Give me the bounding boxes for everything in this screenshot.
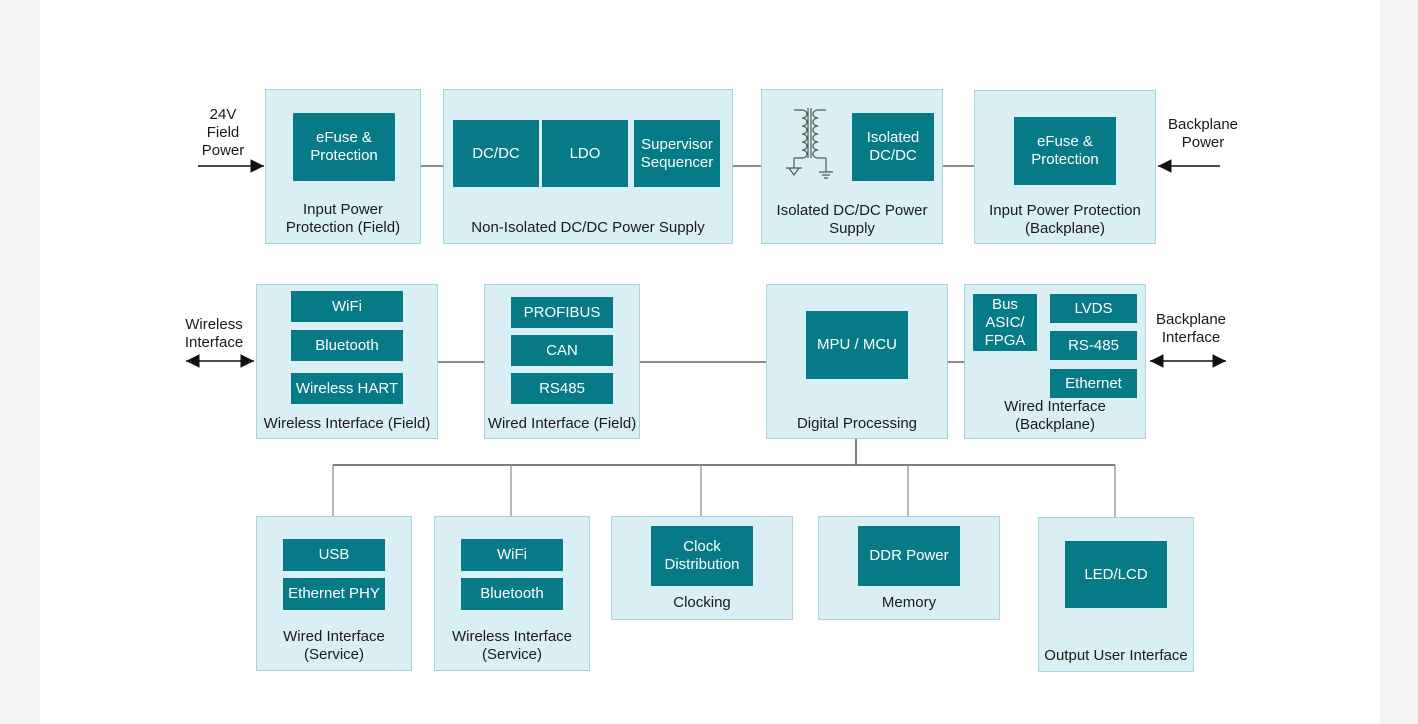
- wired-interface-service-group: USB Ethernet PHY Wired Interface (Servic…: [256, 516, 412, 671]
- digital-processing-caption: Digital Processing: [796, 415, 918, 432]
- input-power-protection-backplane-group: eFuse & Protection Input Power Protectio…: [974, 90, 1156, 244]
- wired-interface-field-caption: Wired Interface (Field): [487, 415, 637, 432]
- rs-485-backplane-block: RS-485: [1050, 331, 1137, 360]
- isolated-dcdc-block: Isolated DC/DC: [852, 113, 934, 181]
- wired-interface-backplane-group: Bus ASIC/ FPGA LVDS RS-485 Ethernet Wire…: [964, 284, 1146, 439]
- wired-interface-backplane-caption: Wired Interface (Backplane): [1004, 398, 1106, 433]
- mpu-mcu-block: MPU / MCU: [806, 311, 908, 379]
- wifi-field-block: WiFi: [291, 291, 403, 322]
- field-power-label: 24V Field Power: [201, 106, 245, 159]
- wireless-interface-field-caption: Wireless Interface (Field): [263, 415, 431, 432]
- backplane-power-label: Backplane Power: [1167, 116, 1239, 151]
- profibus-block: PROFIBUS: [511, 297, 613, 328]
- wireless-interface-service-caption: Wireless Interface (Service): [451, 628, 573, 663]
- isolated-power-supply-caption: Isolated DC/DC Power Supply: [776, 202, 928, 237]
- efuse-protection-backplane-block: eFuse & Protection: [1014, 117, 1116, 185]
- led-lcd-block: LED/LCD: [1065, 541, 1167, 608]
- dcdc-block: DC/DC: [453, 120, 539, 187]
- output-user-interface-group: LED/LCD Output User Interface: [1038, 517, 1194, 672]
- backplane-interface-label: Backplane Interface: [1155, 311, 1227, 346]
- non-isolated-power-supply-group: DC/DC LDO Supervisor Sequencer Non-Isola…: [443, 89, 733, 244]
- input-power-protection-field-caption: Input Power Protection (Field): [285, 201, 401, 236]
- ldo-block: LDO: [542, 120, 628, 187]
- transformer-icon: [786, 108, 833, 179]
- efuse-protection-field-block: eFuse & Protection: [293, 113, 395, 181]
- rs485-field-block: RS485: [511, 373, 613, 404]
- memory-caption: Memory: [881, 594, 937, 611]
- clock-distribution-block: Clock Distribution: [651, 526, 753, 586]
- connection-lines: [186, 159, 1226, 517]
- wired-interface-field-group: PROFIBUS CAN RS485 Wired Interface (Fiel…: [484, 284, 640, 439]
- non-isolated-power-supply-caption: Non-Isolated DC/DC Power Supply: [471, 219, 705, 236]
- usb-block: USB: [283, 539, 385, 571]
- digital-processing-group: MPU / MCU Digital Processing: [766, 284, 948, 439]
- memory-group: DDR Power Memory: [818, 516, 1000, 620]
- wireless-interface-label: Wireless Interface: [184, 316, 244, 351]
- output-user-interface-caption: Output User Interface: [1044, 647, 1188, 664]
- wireless-interface-field-group: WiFi Bluetooth Wireless HART Wireless In…: [256, 284, 438, 439]
- input-power-protection-field-group: eFuse & Protection Input Power Protectio…: [265, 89, 421, 244]
- clocking-caption: Clocking: [673, 594, 731, 611]
- wireless-interface-service-group: WiFi Bluetooth Wireless Interface (Servi…: [434, 516, 590, 671]
- wired-interface-service-caption: Wired Interface (Service): [283, 628, 385, 663]
- wifi-service-block: WiFi: [461, 539, 563, 571]
- ethernet-block: Ethernet: [1050, 369, 1137, 398]
- lvds-block: LVDS: [1050, 294, 1137, 323]
- isolated-power-supply-group: Isolated DC/DC Isolated DC/DC Power Supp…: [761, 89, 943, 244]
- ethernet-phy-block: Ethernet PHY: [283, 578, 385, 610]
- ddr-power-block: DDR Power: [858, 526, 960, 586]
- can-block: CAN: [511, 335, 613, 366]
- bluetooth-field-block: Bluetooth: [291, 330, 403, 361]
- supervisor-sequencer-block: Supervisor Sequencer: [634, 120, 720, 187]
- wireless-hart-block: Wireless HART: [291, 373, 403, 404]
- bluetooth-service-block: Bluetooth: [461, 578, 563, 610]
- clocking-group: Clock Distribution Clocking: [611, 516, 793, 620]
- block-diagram: 24V Field Power Backplane Power Wireless…: [40, 0, 1380, 724]
- bus-asic-fpga-block: Bus ASIC/ FPGA: [973, 294, 1037, 351]
- input-power-protection-backplane-caption: Input Power Protection (Backplane): [989, 202, 1141, 237]
